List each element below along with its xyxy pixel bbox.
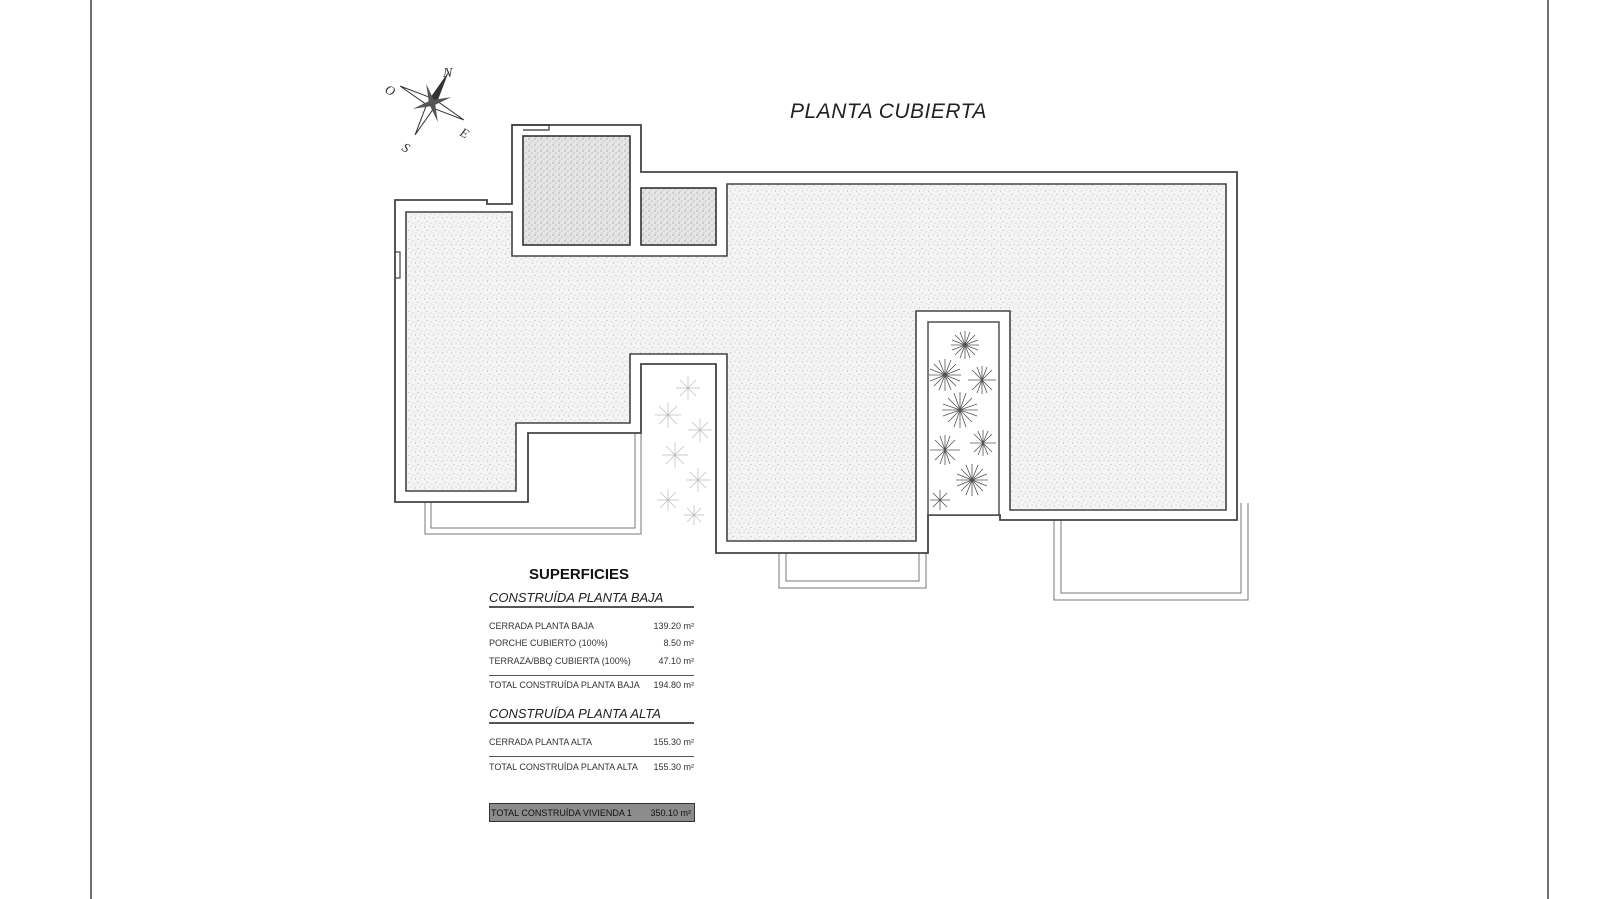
- table-row: CERRADA PLANTA BAJA 139.20 m²: [489, 621, 694, 633]
- plant-cluster-east: [929, 331, 996, 510]
- row-value: 194.80 m²: [653, 680, 694, 690]
- grand-total-value: 350.10 m²: [650, 808, 691, 818]
- raised-block-small: [640, 187, 717, 246]
- row-value: 47.10 m²: [658, 656, 694, 666]
- grand-total-label: TOTAL CONSTRUÍDA VIVIENDA 1: [491, 808, 632, 818]
- patio-well-east: [927, 321, 1000, 516]
- plant-cluster-west: [655, 376, 712, 525]
- compass-west: O: [383, 81, 399, 99]
- compass-east: E: [457, 124, 472, 141]
- section-planta-alta-title: CONSTRUÍDA PLANTA ALTA: [489, 706, 694, 724]
- row-label: TOTAL CONSTRUÍDA PLANTA ALTA: [489, 762, 638, 772]
- grand-total-row: TOTAL CONSTRUÍDA VIVIENDA 1 350.10 m²: [489, 803, 695, 822]
- row-label: CERRADA PLANTA ALTA: [489, 737, 593, 747]
- raised-block-stair: [522, 135, 631, 246]
- row-label: CERRADA PLANTA BAJA: [489, 621, 594, 631]
- row-value: 8.50 m²: [663, 638, 694, 648]
- table-row-total: TOTAL CONSTRUÍDA PLANTA ALTA 155.30 m²: [489, 762, 694, 774]
- section-planta-baja-title: CONSTRUÍDA PLANTA BAJA: [489, 590, 694, 608]
- row-label: TERRAZA/BBQ CUBIERTA (100%): [489, 656, 631, 666]
- row-value: 139.20 m²: [653, 621, 694, 631]
- roof-slab-main: [405, 183, 1227, 542]
- plan-title: PLANTA CUBIERTA: [790, 100, 987, 123]
- table-divider: [489, 756, 694, 757]
- row-value: 155.30 m²: [653, 762, 694, 772]
- compass-south: S: [400, 139, 413, 156]
- row-value: 155.30 m²: [653, 737, 694, 747]
- table-divider: [489, 675, 694, 676]
- table-row: CERRADA PLANTA ALTA 155.30 m²: [489, 737, 694, 749]
- row-label: TOTAL CONSTRUÍDA PLANTA BAJA: [489, 680, 640, 690]
- lower-floor-outlines: [424, 433, 1249, 601]
- table-row: TERRAZA/BBQ CUBIERTA (100%) 47.10 m²: [489, 656, 694, 668]
- superficies-heading: SUPERFICIES: [529, 566, 630, 583]
- table-row: PORCHE CUBIERTO (100%) 8.50 m²: [489, 638, 694, 650]
- row-label: PORCHE CUBIERTO (100%): [489, 638, 608, 648]
- raised-block-edge: [512, 124, 550, 131]
- left-edge-notch: [395, 251, 401, 279]
- compass-rose: [399, 71, 465, 136]
- compass-north: N: [442, 66, 453, 81]
- table-row-total: TOTAL CONSTRUÍDA PLANTA BAJA 194.80 m²: [489, 680, 694, 692]
